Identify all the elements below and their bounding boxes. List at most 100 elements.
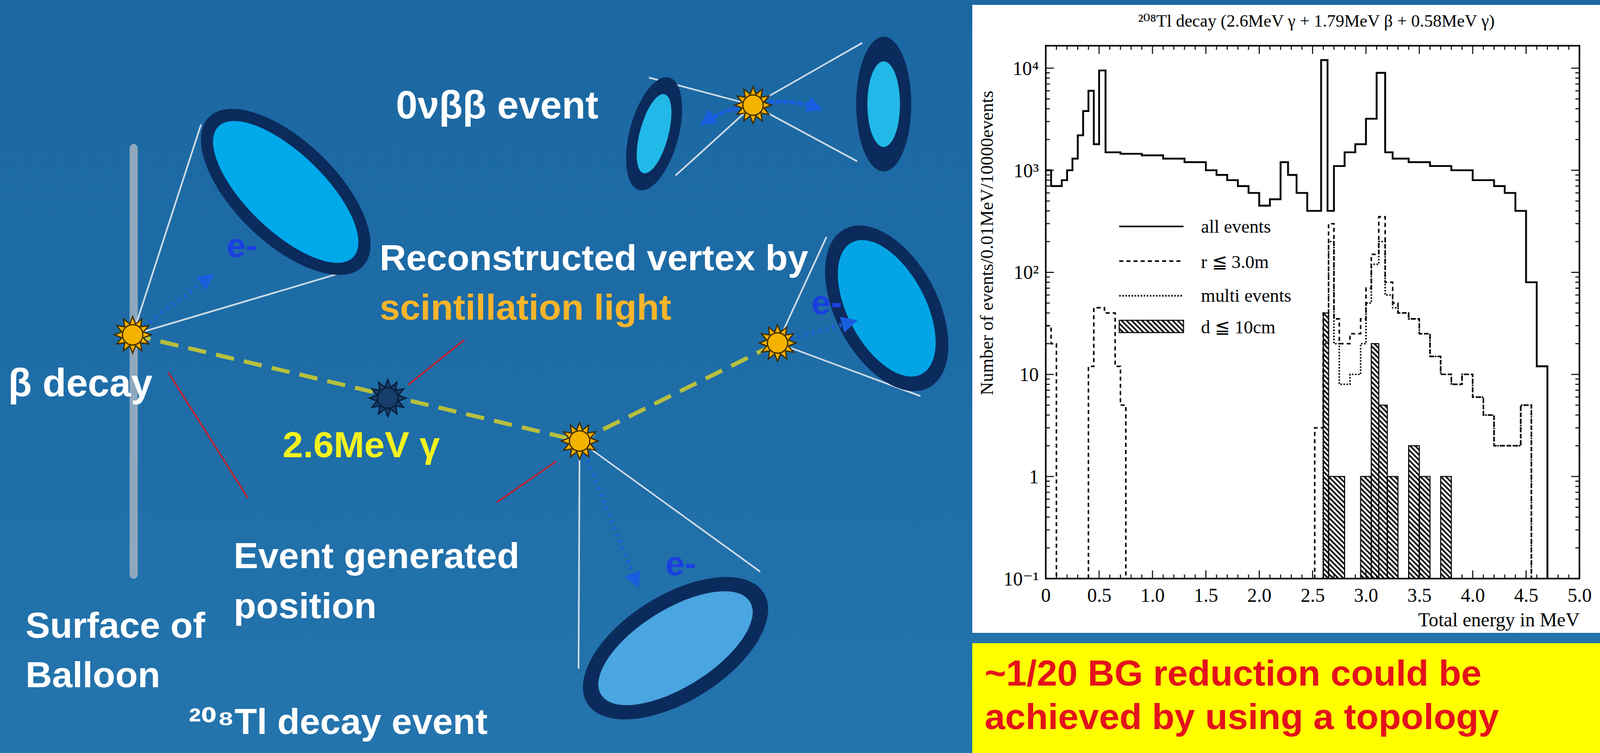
- axis-tick: [1141, 574, 1143, 579]
- axis-tick: [1045, 389, 1050, 391]
- tick-label: 1: [1029, 465, 1040, 489]
- axis-tick: [1575, 98, 1580, 100]
- legend-sample: [1119, 295, 1184, 297]
- vertex-label: Reconstructed vertex by: [379, 236, 809, 278]
- electron-track: [579, 440, 637, 584]
- axis-tick: [1312, 570, 1314, 579]
- axis-tick: [1120, 45, 1122, 50]
- ellipse-face: [629, 90, 679, 178]
- plot-frame: [1045, 45, 1580, 579]
- leader-line: [496, 461, 556, 503]
- axis-tick: [1163, 574, 1165, 579]
- axis-tick: [1194, 574, 1196, 579]
- axis-tick: [1440, 574, 1442, 579]
- axis-tick: [1045, 271, 1054, 273]
- tick-label: 10⁴: [1012, 57, 1039, 80]
- hatched-bar: [1378, 405, 1388, 579]
- axis-tick: [1461, 45, 1463, 50]
- axis-tick: [1575, 389, 1580, 391]
- electron-track: [704, 108, 737, 123]
- axis-tick: [1525, 570, 1527, 579]
- axis-tick: [1163, 45, 1165, 50]
- axis-tick: [1571, 67, 1580, 70]
- axis-tick: [1205, 570, 1207, 579]
- tick-label: 1.0: [1140, 583, 1166, 607]
- axis-tick: [1557, 45, 1559, 50]
- detector-ellipse: [615, 71, 693, 197]
- detector-ellipse: [855, 36, 911, 172]
- axis-tick: [1055, 574, 1058, 579]
- ellipse-face: [580, 568, 771, 728]
- axis-tick: [1045, 77, 1050, 79]
- decay-label: β decay: [8, 360, 153, 405]
- axis-tick: [1575, 287, 1580, 289]
- axis-tick: [1045, 179, 1050, 181]
- axis-tick: [1333, 574, 1335, 579]
- axis-tick: [1575, 343, 1580, 345]
- axis-tick: [1575, 282, 1580, 284]
- axis-tick: [1045, 578, 1054, 580]
- axis-tick: [1322, 45, 1324, 50]
- axis-tick: [1216, 45, 1218, 50]
- axis-tick: [1575, 200, 1580, 202]
- axis-tick: [1575, 77, 1580, 79]
- axis-tick: [1045, 302, 1050, 304]
- position-label: Event generated position: [233, 530, 602, 630]
- axis-tick: [1045, 210, 1050, 212]
- axis-tick: [1575, 139, 1580, 141]
- axis-tick: [1130, 45, 1133, 50]
- axis-tick: [1045, 282, 1050, 284]
- gamma-track: [132, 334, 778, 441]
- axis-tick: [1248, 574, 1250, 579]
- event-star-core: [569, 430, 591, 452]
- ellipse-rim: [799, 204, 974, 412]
- legend-text: all events: [1198, 216, 1273, 237]
- axis-tick: [1493, 45, 1495, 50]
- legend-text: multi events: [1198, 285, 1294, 306]
- axis-tick: [1045, 396, 1050, 398]
- detector-ellipse: [173, 80, 399, 304]
- gamma-label: 2.6MeV γ: [282, 422, 440, 465]
- axis-tick: [1045, 200, 1050, 202]
- legend-line: [1119, 295, 1184, 297]
- axis-tick: [1237, 574, 1239, 579]
- axis-tick: [1575, 312, 1580, 314]
- tick-label: 1.5: [1194, 583, 1219, 607]
- ellipse-face: [191, 98, 381, 286]
- axis-tick: [1575, 121, 1580, 123]
- axis-tick: [1575, 192, 1580, 194]
- event-star-core: [377, 387, 399, 409]
- axis-tick: [1504, 574, 1506, 579]
- axis-tick: [1333, 45, 1335, 50]
- hatched-bar: [1419, 476, 1431, 579]
- axis-tick: [1504, 45, 1506, 50]
- leader-line: [168, 372, 248, 498]
- tick-label: 0.5: [1086, 583, 1112, 607]
- axis-tick: [1575, 547, 1580, 549]
- axis-title: Total energy in MeV: [1418, 608, 1580, 631]
- axis-tick: [1575, 404, 1580, 406]
- ellipse-face: [867, 61, 900, 148]
- axis-tick: [1575, 378, 1580, 380]
- event-star: [759, 324, 797, 362]
- axis-tick: [1205, 45, 1207, 54]
- axis-tick: [1045, 121, 1050, 123]
- axis-tick: [1575, 83, 1580, 85]
- axis-tick: [1280, 45, 1282, 50]
- axis-tick: [1226, 45, 1228, 50]
- axis-tick: [1045, 378, 1050, 380]
- axis-tick: [1515, 574, 1517, 579]
- legend-line: [1119, 225, 1184, 228]
- axis-tick: [1045, 90, 1050, 92]
- tick-label: 10⁻¹: [1003, 567, 1039, 591]
- tick-label: 3.5: [1407, 583, 1433, 607]
- axis-tick: [1461, 574, 1463, 579]
- axis-tick: [1365, 570, 1367, 579]
- axis-tick: [1575, 506, 1580, 508]
- axis-tick: [1571, 170, 1580, 172]
- axis-tick: [1419, 45, 1421, 54]
- axis-tick: [1269, 45, 1271, 50]
- axis-tick: [1269, 574, 1271, 579]
- axis-tick: [1575, 210, 1580, 212]
- axis-tick: [1098, 570, 1100, 579]
